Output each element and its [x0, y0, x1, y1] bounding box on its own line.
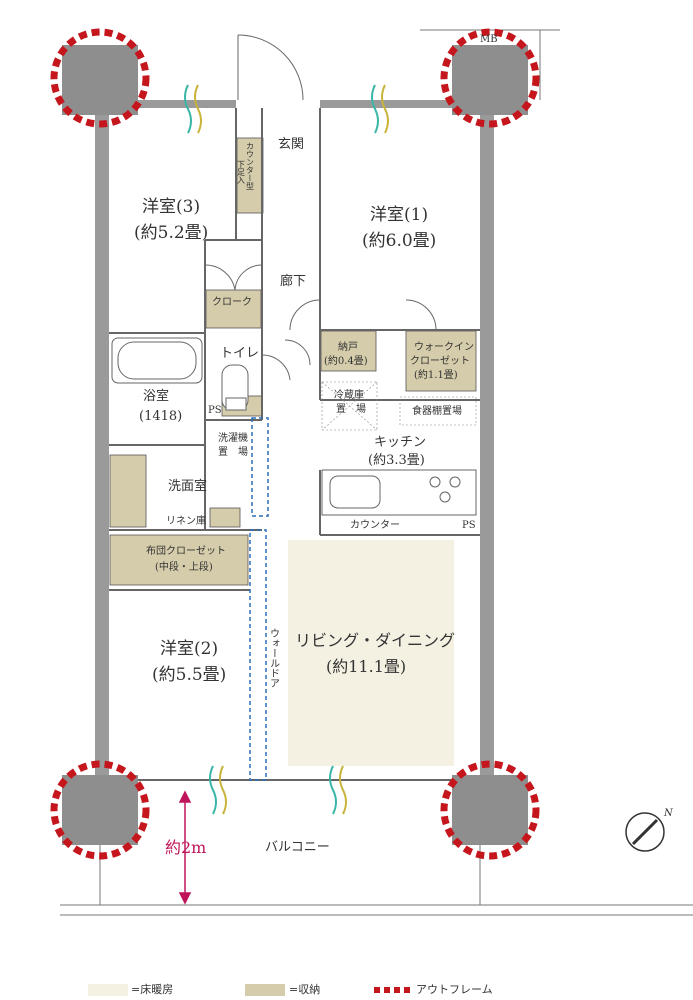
- room-toilet: トイレ: [220, 346, 259, 361]
- room-linen: リネン庫: [166, 514, 206, 527]
- label-mb: MB: [480, 34, 498, 45]
- walldoor-label: ウォールドア: [268, 628, 280, 688]
- room-ldk-name: リビング・ダイニング: [295, 631, 455, 650]
- room-dish: 食器棚置場: [412, 404, 462, 417]
- room-counter: カウンター: [350, 519, 400, 531]
- room-futon-line2: (中段・上段): [155, 560, 213, 573]
- room-kitchen-name: キッチン: [374, 435, 426, 450]
- room-balcony: バルコニー: [265, 840, 330, 855]
- room-western3-size: (約5.2畳): [134, 223, 208, 243]
- legend-storage-swatch: [245, 984, 285, 996]
- room-western2-name: 洋室(2): [160, 639, 218, 659]
- room-western1-name: 洋室(1): [370, 205, 428, 225]
- room-fridge-line1: 冷蔵庫: [334, 388, 364, 401]
- room-walkin-line2: クローゼット: [410, 355, 470, 367]
- label-ps2: PS: [462, 520, 476, 531]
- floor-heating-area: [288, 540, 454, 766]
- legend-floor-heating-swatch: [88, 984, 128, 996]
- room-western3-name: 洋室(3): [142, 197, 200, 217]
- cloak-storage: [205, 289, 262, 329]
- room-bath-size: (1418): [139, 409, 182, 424]
- room-bath-name: 浴室: [143, 388, 169, 404]
- legend-storage: =収納: [289, 983, 321, 996]
- room-nando-size: (約0.4畳): [324, 354, 368, 367]
- shoe-line1: カウンター型: [246, 142, 255, 190]
- futon-closet: [109, 534, 249, 586]
- wash-storage: [109, 454, 147, 528]
- room-washer-line1: 洗濯機: [218, 431, 248, 444]
- room-fridge-line2: 置 場: [336, 402, 366, 415]
- bathtub: [111, 337, 203, 384]
- room-nando-name: 納戸: [338, 340, 358, 353]
- door-swings: [204, 34, 437, 381]
- room-cloak: クローク: [212, 296, 252, 308]
- window-air-icon: [184, 84, 389, 815]
- dimension-label: 約2m: [165, 838, 206, 857]
- room-western1-size: (約6.0畳): [362, 231, 436, 251]
- room-ldk-size: (約11.1畳): [326, 657, 406, 676]
- room-walkin-line1: ウォークイン: [414, 341, 474, 353]
- corner-columns: [62, 45, 528, 845]
- room-futon-line1: 布団クローゼット: [146, 545, 226, 557]
- compass-north-icon: N: [625, 808, 674, 852]
- label-ps1: PS: [208, 405, 222, 416]
- outframe-markers: [50, 28, 540, 860]
- wall-door-outline: [249, 417, 269, 781]
- room-hallway: 廊下: [280, 273, 306, 289]
- exterior-walls: [95, 100, 494, 780]
- room-washer-line2: 置 場: [218, 445, 248, 458]
- room-walkin-line3: (約1.1畳): [414, 368, 458, 381]
- legend-outframe: アウトフレーム: [416, 983, 493, 996]
- toilet-fixture: [221, 364, 249, 411]
- legend-outframe-swatch: [374, 987, 410, 993]
- room-western2-size: (約5.5畳): [152, 665, 226, 685]
- dimension-arrow: [178, 790, 192, 905]
- nando-storage: [320, 330, 377, 372]
- interior-walls: [109, 108, 480, 781]
- room-entrance: 玄関: [278, 137, 304, 152]
- shoe-line2: 下足入: [237, 160, 246, 184]
- kitchen-counter: [321, 469, 477, 516]
- room-washroom: 洗面室: [168, 478, 207, 494]
- svg-text:N: N: [663, 808, 674, 819]
- appliance-areas: [321, 381, 477, 431]
- room-kitchen-size: (約3.3畳): [368, 453, 425, 468]
- shoe-cabinet: [236, 137, 264, 214]
- linen-storage: [209, 507, 241, 528]
- legend-floor-heating: =床暖房: [131, 983, 174, 996]
